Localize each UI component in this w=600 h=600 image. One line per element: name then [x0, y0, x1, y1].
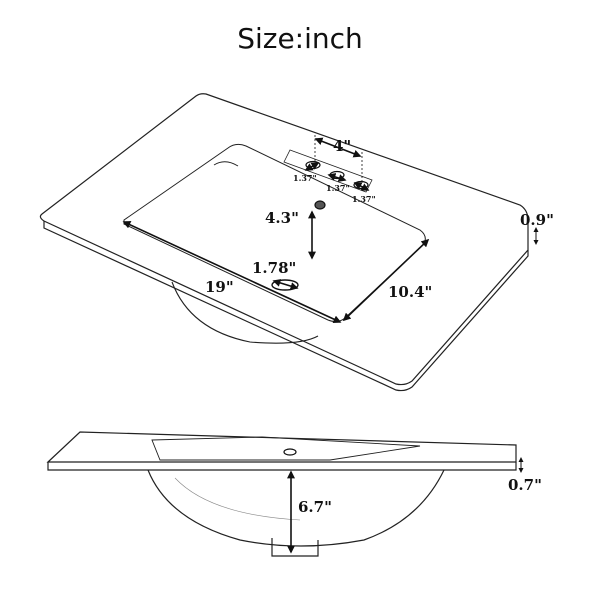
bowl-depth-label: 6.7" — [298, 498, 332, 516]
sink-top-view — [39, 93, 529, 392]
faucet-deck — [283, 149, 373, 193]
side-overflow-hole — [283, 448, 297, 456]
side-drain-pipe — [271, 538, 319, 557]
overflow-hole — [314, 200, 326, 210]
drain-diameter-label: 1.78" — [252, 259, 296, 277]
hole-spacing-arrow-left — [304, 162, 320, 171]
top-dimension-lines — [122, 135, 539, 323]
side-deck-front — [47, 462, 517, 471]
side-dimension-lines — [287, 457, 524, 554]
side-bowl-inner — [174, 477, 301, 521]
countertop-outline — [39, 93, 529, 386]
overflow-slot — [213, 161, 239, 167]
countertop-front-edge — [43, 221, 529, 392]
hole-spacing-arrow-mid — [327, 173, 347, 182]
bowl-underside — [171, 281, 319, 344]
faucet-spread-arrow — [314, 137, 362, 158]
hole-spacing-label-right: 1.37" — [352, 194, 376, 204]
hole-spacing-label-mid: 1.37" — [326, 183, 350, 193]
top-thickness-label: 0.9" — [520, 211, 554, 229]
bowl-width-arrow — [342, 238, 430, 322]
drain-diameter-arrow — [272, 279, 299, 290]
deck-thickness-label: 0.7" — [508, 476, 542, 494]
faucet-hole-right — [353, 180, 369, 190]
side-basin-rim — [151, 436, 421, 461]
faucet-spread-label: 4" — [333, 137, 351, 155]
hole-spacing-label-left: 1.37" — [293, 173, 317, 183]
drain-to-faucet-label: 4.3" — [265, 209, 299, 227]
bowl-width-label: 10.4" — [388, 283, 432, 301]
sink-side-view — [46, 431, 517, 557]
bowl-length-label: 19" — [205, 278, 234, 296]
side-deck-outline — [46, 431, 517, 463]
bowl-length-arrow — [122, 221, 342, 323]
side-bowl — [147, 469, 445, 547]
page-title: Size:inch — [237, 22, 363, 55]
basin-rim — [123, 143, 426, 323]
hole-spacing-arrow-right — [353, 182, 370, 191]
